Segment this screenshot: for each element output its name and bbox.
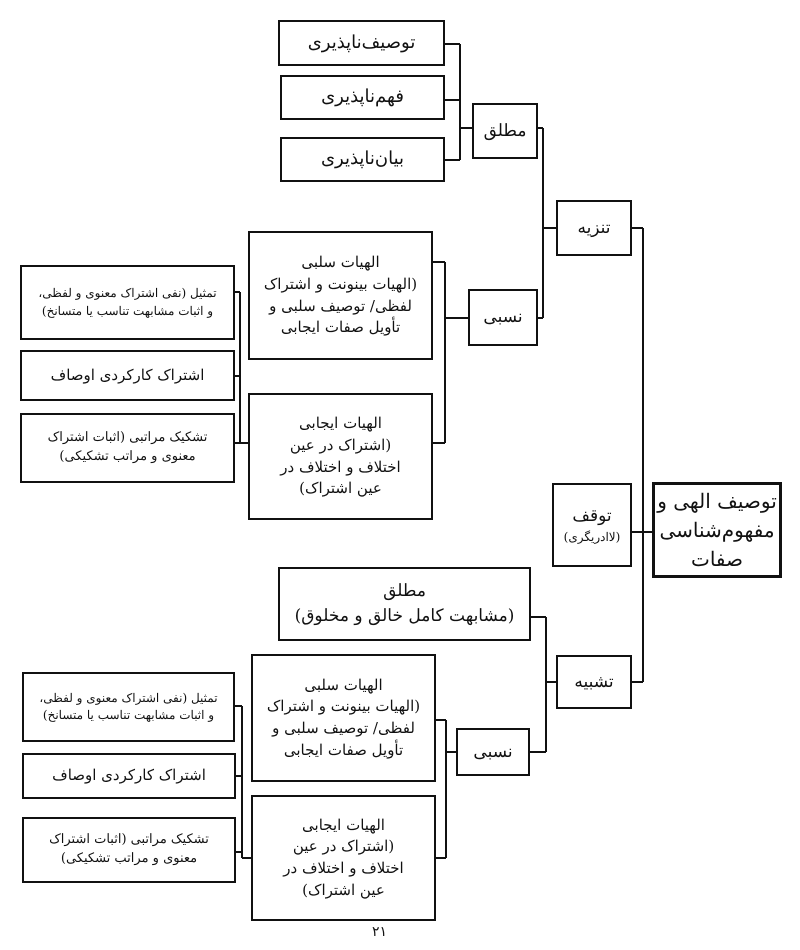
tanzih-tashkik-line-2: معنوی و مراتب تشکیکی) [59,449,196,464]
tanzih-ijabi-title: الهیات ایجابی [299,414,382,432]
tashbih-tashkik-box: تشکیک مراتبی (اثبات اشتراک معنوی و مراتب… [22,817,236,883]
tavaqqof-sub: (لاادریگری) [563,529,621,544]
root-line-1: توصیف الهی و [657,488,777,513]
root-line-2: مفهوم‌شناسی [659,517,775,542]
tashbih-ijabi-line-3: عین اشتراک) [302,880,385,899]
tashbih-tamsil-line-1: تمثیل (نفی اشتراک معنوی و لفظی، [39,690,218,705]
tashbih-tamsil-line-2: و اثبات مشابهت تناسب یا متسانخ) [42,708,215,722]
tanzih-karkardi-label: اشتراک کارکردی اوصاف [50,365,205,384]
tashbih-motlaq-box: مطلق (مشابهت کامل خالق و مخلوق) [278,567,531,641]
tanzih-motlaq-box: مطلق [472,103,538,159]
tosif-napaziri-label: توصیف‌ناپذیری [307,31,416,53]
tanzih-salbi-title: الهیات سلبی [301,253,380,271]
tanzih-tashkik-line-1: تشکیک مراتبی (اثبات اشتراک [47,430,208,446]
tashbih-ijabi-line-2: اختلاف و اختلاف در [283,859,404,877]
bayan-napaziri-box: بیان‌ناپذیری [280,137,445,182]
page-number: ۲۱ [372,924,388,940]
tosif-napaziri-box: توصیف‌ناپذیری [278,20,445,66]
tanzih-nesbi-box: نسبی [468,289,538,346]
tashbih-salbi-line-2: لفظی/ توصیف سلبی و [272,719,415,737]
tavaqqof-label: توقف [572,505,612,526]
tashbih-salbi-title: الهیات سلبی [304,675,383,694]
tanzih-motlaq-label: مطلق [483,120,527,141]
tashbih-ijabi-title: الهیات ایجابی [302,815,385,834]
tashbih-salbi-line-3: تأویل صفات ایجابی [283,740,404,759]
tashbih-tashkik-line-2: معنوی و مراتب تشکیکی) [60,851,198,866]
tanzih-label: تنزیه [577,217,611,238]
fahm-napaziri-box: فهم‌ناپذیری [280,75,445,120]
tashbih-box: تشبیه [556,655,632,709]
tashbih-salbi-line-1: (الهیات بینونت و اشتراک [266,697,421,716]
tashbih-salbi-box: الهیات سلبی (الهیات بینونت و اشتراک لفظی… [251,654,436,782]
tanzih-salbi-line-3: تأویل صفات ایجابی [280,318,401,337]
tanzih-ijabi-box: الهیات ایجابی (اشتراک در عین اختلاف و اخ… [248,393,433,520]
tanzih-tamsil-line-2: و اثبات مشابهت تناسب یا متسانخ) [41,303,214,318]
tanzih-ijabi-line-3: عین اشتراک) [299,479,382,498]
tashbih-ijabi-line-1: (اشتراک در عین [292,837,395,856]
tanzih-ijabi-line-1: (اشتراک در عین [289,435,392,454]
tashbih-ijabi-box: الهیات ایجابی (اشتراک در عین اختلاف و اخ… [251,795,436,921]
root-line-3: صفات [690,546,744,571]
tanzih-tamsil-line-1: تمثیل (نفی اشتراک معنوی و لفظی، [38,286,217,301]
fahm-napaziri-label: فهم‌ناپذیری [321,86,404,108]
tashbih-motlaq-sub: (مشابهت کامل خالق و مخلوق) [294,606,515,626]
tashbih-tashkik-line-1: تشکیک مراتبی (اثبات اشتراک [49,832,209,848]
tanzih-box: تنزیه [556,200,632,256]
tanzih-ijabi-line-2: اختلاف و اختلاف در [280,457,401,476]
tanzih-karkardi-box: اشتراک کارکردی اوصاف [20,350,235,401]
tashbih-tamsil-box: تمثیل (نفی اشتراک معنوی و لفظی، و اثبات … [22,672,235,742]
tanzih-tashkik-box: تشکیک مراتبی (اثبات اشتراک معنوی و مراتب… [20,413,235,483]
tashbih-motlaq-title: مطلق [383,581,426,602]
tanzih-salbi-line-2: لفظی/ توصیف سلبی و [269,296,412,315]
tashbih-karkardi-box: اشتراک کارکردی اوصاف [22,753,236,799]
tashbih-karkardi-label: اشتراک کارکردی اوصاف [52,766,206,785]
tanzih-salbi-line-1: (الهیات بینونت و اشتراک [263,274,418,293]
tanzih-tamsil-box: تمثیل (نفی اشتراک معنوی و لفظی، و اثبات … [20,265,235,340]
tavaqqof-box: توقف (لاادریگری) [552,483,632,567]
tashbih-label: تشبیه [574,671,614,692]
root-box: توصیف الهی و مفهوم‌شناسی صفات [652,482,782,578]
tanzih-salbi-box: الهیات سلبی (الهیات بینونت و اشتراک لفظی… [248,231,433,360]
bayan-napaziri-label: بیان‌ناپذیری [320,148,405,170]
tashbih-nesbi-label: نسبی [473,741,513,762]
tashbih-nesbi-box: نسبی [456,728,530,776]
tanzih-nesbi-label: نسبی [483,307,523,328]
